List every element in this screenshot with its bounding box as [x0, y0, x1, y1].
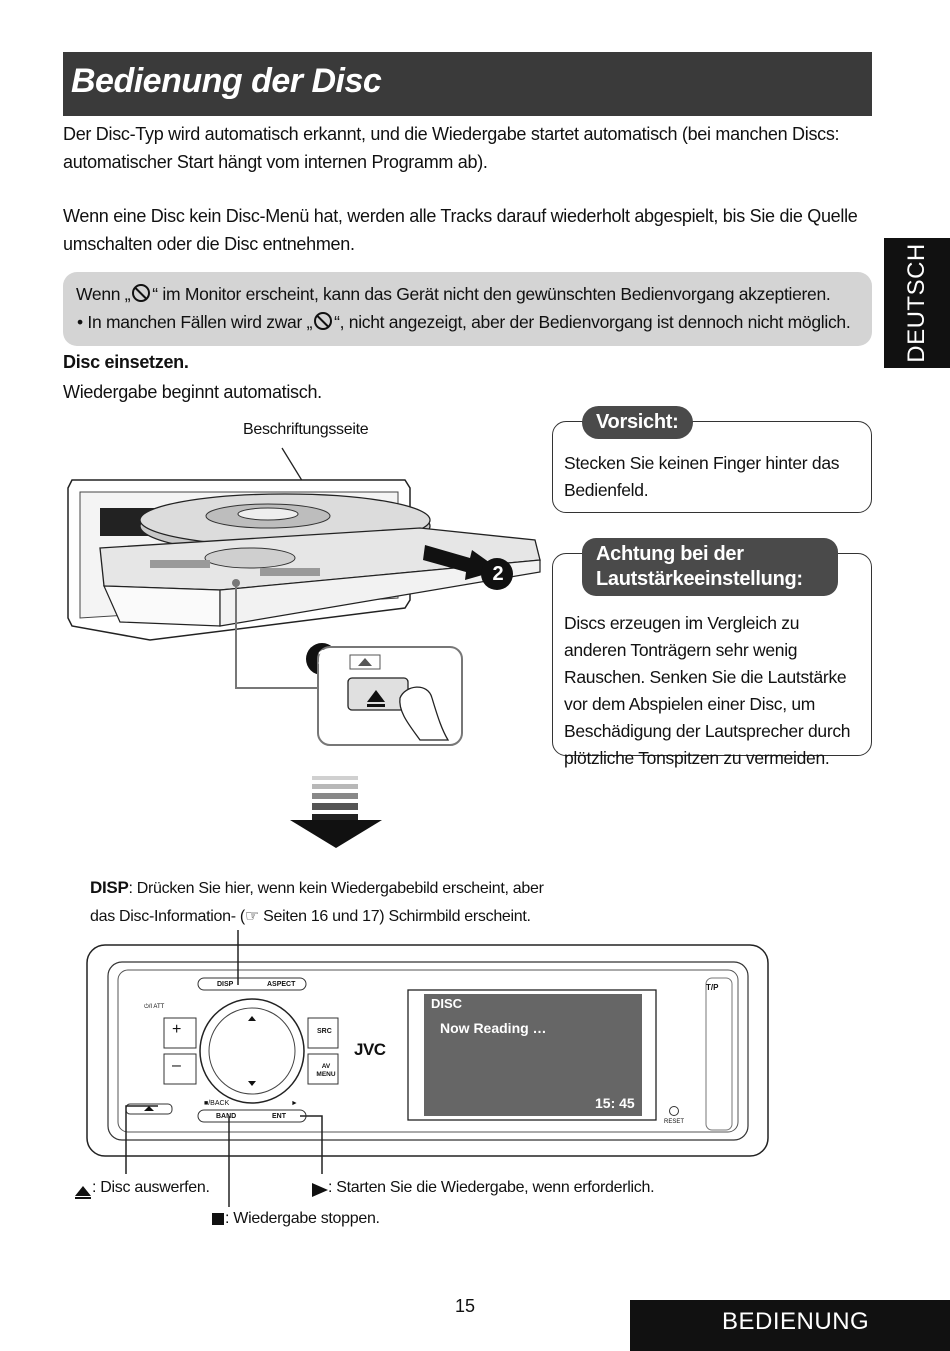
disc-insert-illustration [67, 447, 541, 746]
tp-button[interactable]: T/P [706, 983, 719, 992]
back-button[interactable]: ■/BACK [204, 1100, 230, 1107]
volume-text: Discs erzeugen im Vergleich zu anderen T… [564, 613, 851, 768]
note-line-2-start: • In manchen Fällen wird zwar „ [77, 312, 313, 332]
page-number: 15 [455, 1296, 476, 1316]
play-button[interactable]: ► [291, 1100, 298, 1107]
screen-status: Now Reading … [440, 1020, 547, 1036]
note-line-2-end: “, nicht angezeigt, aber der Bedienvorga… [334, 312, 851, 332]
band-button[interactable]: BAND [216, 1113, 237, 1120]
jvc-logo: JVC [354, 1040, 386, 1059]
intro-paragraph-2: Wenn eine Disc kein Disc-Menü hat, werde… [63, 206, 858, 254]
disp-note-line-1: DISP: Drücken Sie hier, wenn kein Wieder… [90, 878, 544, 898]
prohibited-icon [132, 284, 151, 302]
note-line-2: • In manchen Fällen wird zwar „ “, nicht … [77, 312, 851, 333]
disp-note-line-2: das Disc-Information- (☞ Seiten 16 und 1… [90, 908, 531, 925]
label-side-caption: Beschriftungsseite [243, 421, 369, 438]
note-line-1-end: “ im Monitor erscheint, kann das Gerät n… [152, 284, 831, 304]
front-panel-body [86, 944, 769, 1157]
disp-button[interactable]: DISP [217, 981, 234, 988]
av-menu-button[interactable]: AV MENU [316, 1063, 336, 1078]
att-button[interactable]: ⏻/I ATT [144, 1004, 165, 1010]
disp-note-text-1: : Drücken Sie hier, wenn kein Wiedergabe… [128, 880, 544, 897]
step-2-badge: 2 [492, 563, 504, 585]
caution-text: Stecken Sie keinen Finger hinter das Bed… [564, 453, 840, 500]
note-line-1-start: Wenn „ [76, 284, 131, 304]
ent-button[interactable]: ENT [272, 1113, 286, 1120]
language-tab: DEUTSCH [884, 238, 950, 368]
src-button[interactable]: SRC [317, 1028, 332, 1035]
page-title: Bedienung der Disc [71, 62, 382, 100]
note-line-1: Wenn „ “ im Monitor erscheint, kann das G… [76, 284, 831, 305]
title-bar: Bedienung der Disc [63, 52, 872, 116]
section-tab-label: BEDIENUNG [722, 1308, 870, 1335]
volume-down-button[interactable]: – [172, 1057, 181, 1074]
step-1-badge: 1 [317, 647, 329, 669]
screen-time: 15: 45 [595, 1095, 635, 1111]
volume-up-button[interactable]: + [172, 1021, 182, 1038]
note-box: Wenn „ “ im Monitor erscheint, kann das G… [63, 272, 872, 346]
language-tab-label: DEUTSCH [903, 243, 930, 363]
front-panel: DISP ASPECT T/P ⏻/I ATT + – SRC AV MENU … [86, 944, 769, 1157]
aspect-button[interactable]: ASPECT [267, 981, 296, 988]
play-caption: : Starten Sie die Wiedergabe, wenn erfor… [328, 1179, 655, 1196]
intro-paragraph-1: Der Disc-Typ wird automatisch erkannt, u… [63, 124, 840, 172]
eject-caption: : Disc auswerfen. [92, 1179, 210, 1196]
caution-title: Vorsicht: [582, 406, 693, 439]
section-tab: BEDIENUNG [630, 1300, 950, 1351]
down-arrow-icon [290, 776, 382, 848]
volume-title: Achtung bei der Lautstärkeeinstellung: [582, 538, 838, 596]
reset-button[interactable]: RESET [664, 1119, 685, 1125]
screen-title: DISC [431, 996, 463, 1011]
stop-caption: : Wiedergabe stoppen. [225, 1210, 380, 1227]
prohibited-icon [314, 312, 333, 330]
insert-text: Wiedergabe beginnt automatisch. [63, 382, 322, 402]
insert-heading: Disc einsetzen. [63, 352, 189, 372]
disp-key: DISP [90, 878, 129, 897]
